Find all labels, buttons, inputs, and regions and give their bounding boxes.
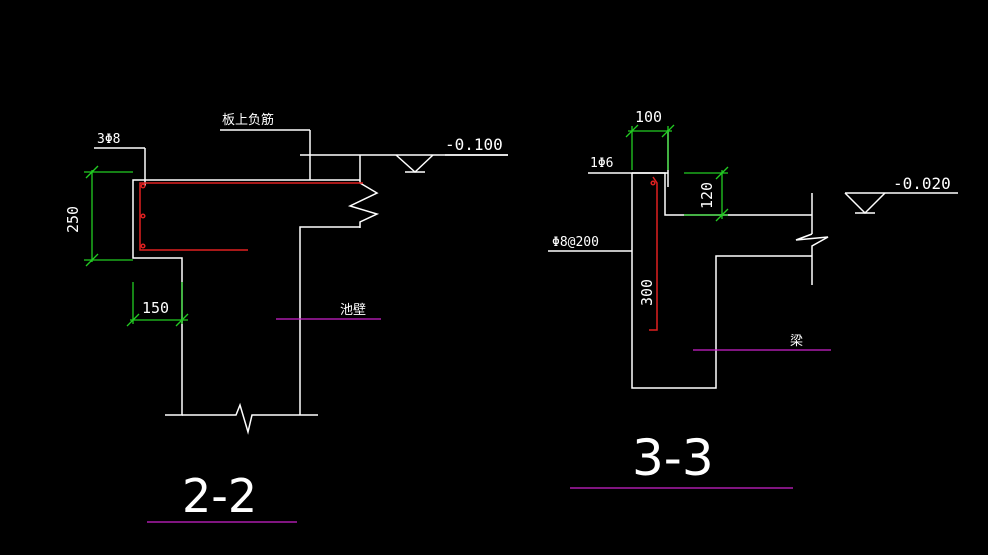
wall-label: 池壁 (340, 303, 366, 318)
stirrup-label: Φ8@200 (552, 235, 599, 250)
dim-height-250: 250 (64, 206, 82, 233)
section-3-3-dimensions (625, 124, 729, 222)
section-3-3-rebar (649, 176, 658, 331)
section-2-2: 板上负筋 3Φ8 -0.100 池壁 250 150 2-2 (64, 112, 508, 523)
rebar-top-label: 板上负筋 (222, 112, 274, 128)
rebar-top-label: 1Φ6 (590, 156, 613, 171)
dim-120: 120 (698, 182, 716, 209)
section-title-2-2: 2-2 (182, 469, 257, 523)
rebar-bottom-label: 3Φ8 (97, 132, 120, 147)
section-title-3-3: 3-3 (632, 429, 714, 487)
section-2-2-dimensions (84, 165, 189, 327)
section-2-2-outline (94, 129, 508, 435)
dim-300: 300 (638, 279, 656, 306)
section-3-3: 100 1Φ6 120 Φ8@200 300 -0.020 梁 3-3 (548, 108, 958, 489)
section-2-2-underlines (147, 318, 381, 523)
elevation-label: -0.100 (445, 135, 503, 154)
section-3-3-underlines (570, 349, 831, 489)
dim-top-100: 100 (635, 108, 662, 126)
beam-label: 梁 (790, 334, 803, 349)
section-2-2-rebar (139, 182, 363, 251)
dim-width-150: 150 (142, 299, 169, 317)
elevation-label: -0.020 (893, 174, 951, 193)
